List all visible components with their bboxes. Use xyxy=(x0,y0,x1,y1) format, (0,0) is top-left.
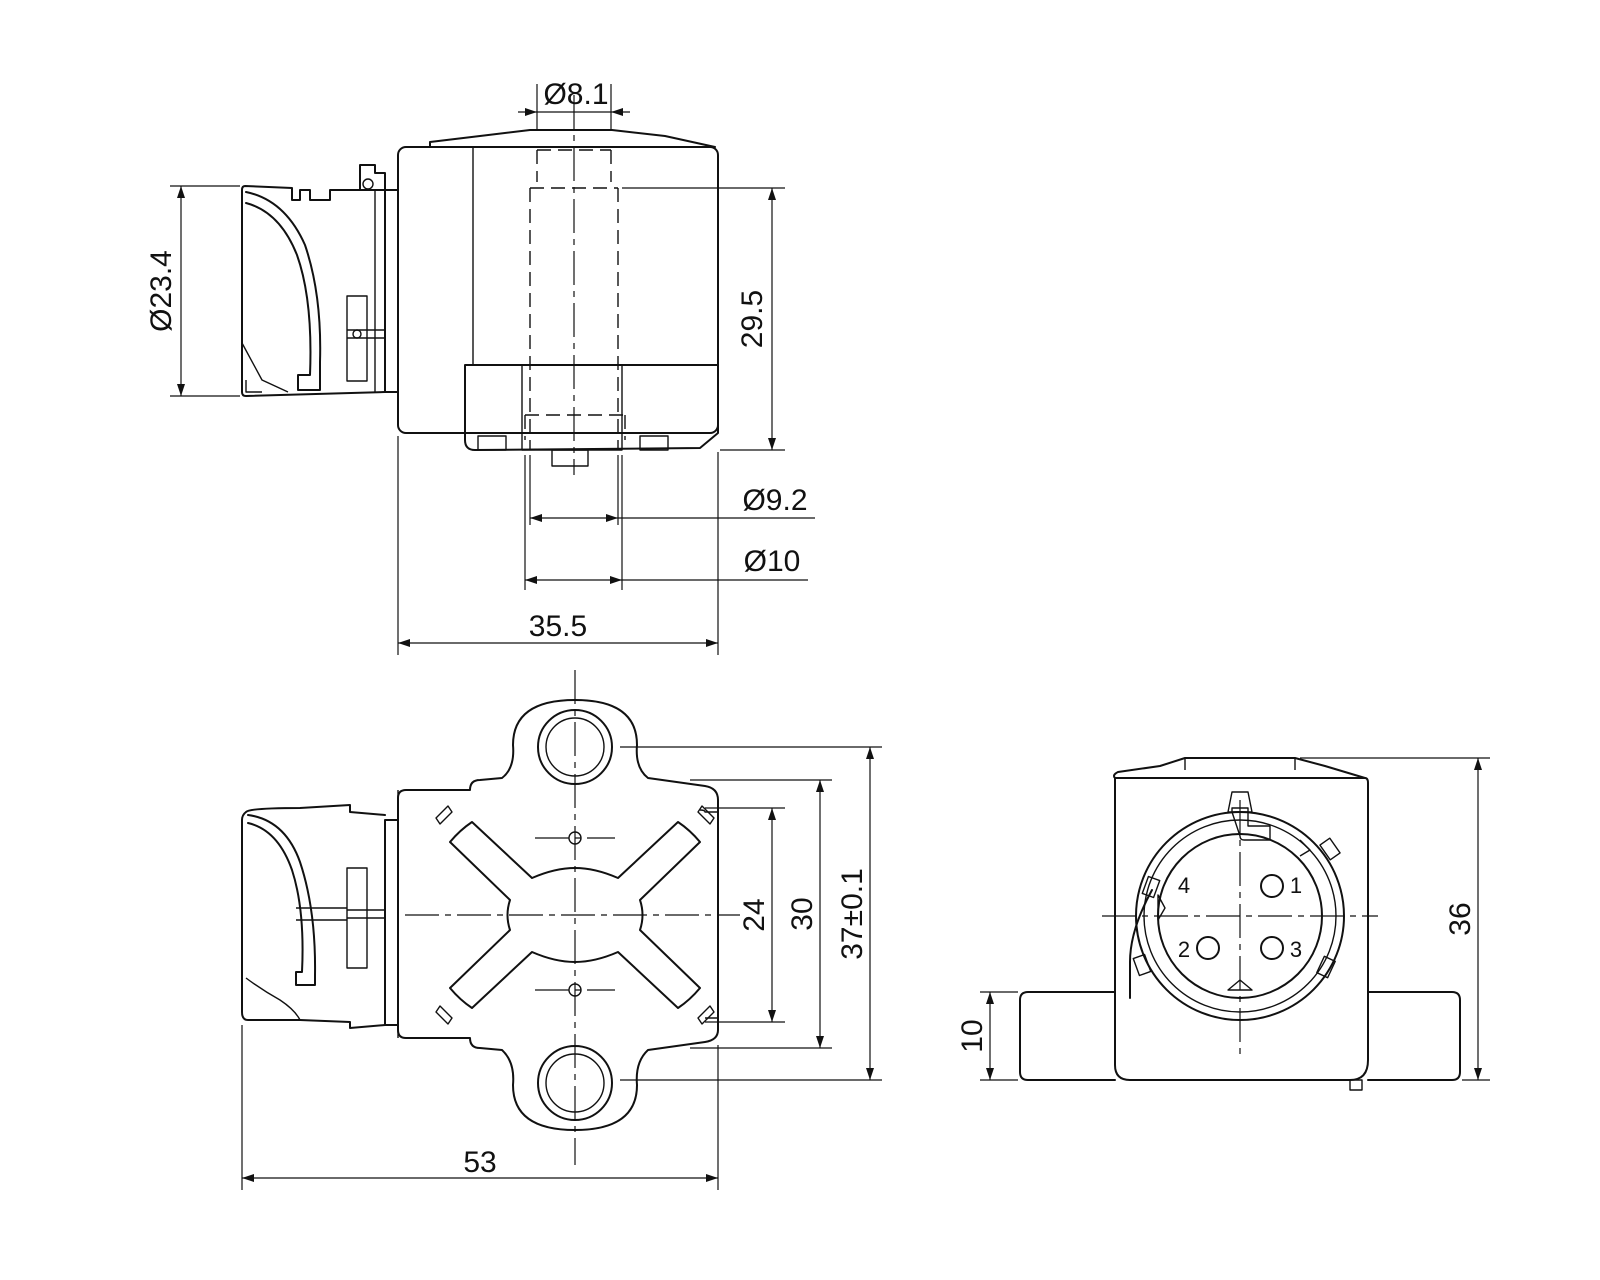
top-view: 24 30 37±0.1 53 xyxy=(241,670,882,1190)
flange-outline xyxy=(397,699,719,1131)
top-cap-outline xyxy=(429,129,716,148)
dim-connector-dia: Ø23.4 xyxy=(145,250,178,332)
lower-flange-outline xyxy=(464,364,719,451)
dim-port-height: 10 xyxy=(956,1019,989,1052)
dim-bore-outer: Ø10 xyxy=(744,545,801,578)
nipple-outline xyxy=(551,449,589,467)
dim-body-width: 30 xyxy=(786,897,819,930)
pin-4-label: 4 xyxy=(1178,873,1190,898)
pin-3 xyxy=(1260,936,1284,960)
end-body-outline xyxy=(1114,777,1369,1081)
side-view: Ø8.1 Ø23.4 29.5 Ø9.2 Ø10 35.5 xyxy=(145,78,815,655)
dim-overall-height: 36 xyxy=(1444,902,1477,935)
pin-1-label: 1 xyxy=(1290,873,1302,898)
dim-hole-pitch: 37±0.1 xyxy=(836,868,869,960)
connector-pins: 1 2 3 4 xyxy=(1178,873,1302,962)
pin-2 xyxy=(1196,936,1220,960)
coil-body-outline xyxy=(397,146,719,434)
dim-overall-length: 53 xyxy=(463,1146,496,1179)
pin-1 xyxy=(1260,874,1284,898)
dim-bore-top: Ø8.1 xyxy=(543,78,608,111)
terminal-hole xyxy=(362,178,374,190)
end-view: 1 2 3 4 36 10 xyxy=(956,757,1490,1091)
dim-bore-inner: Ø9.2 xyxy=(742,484,807,517)
dim-width: 35.5 xyxy=(529,610,587,643)
dim-inner-width: 24 xyxy=(738,898,771,931)
port-right xyxy=(1367,991,1461,1081)
pin-3-label: 3 xyxy=(1290,937,1302,962)
pin-2-label: 2 xyxy=(1178,937,1190,962)
dim-height: 29.5 xyxy=(736,290,769,348)
port-left xyxy=(1019,991,1116,1081)
